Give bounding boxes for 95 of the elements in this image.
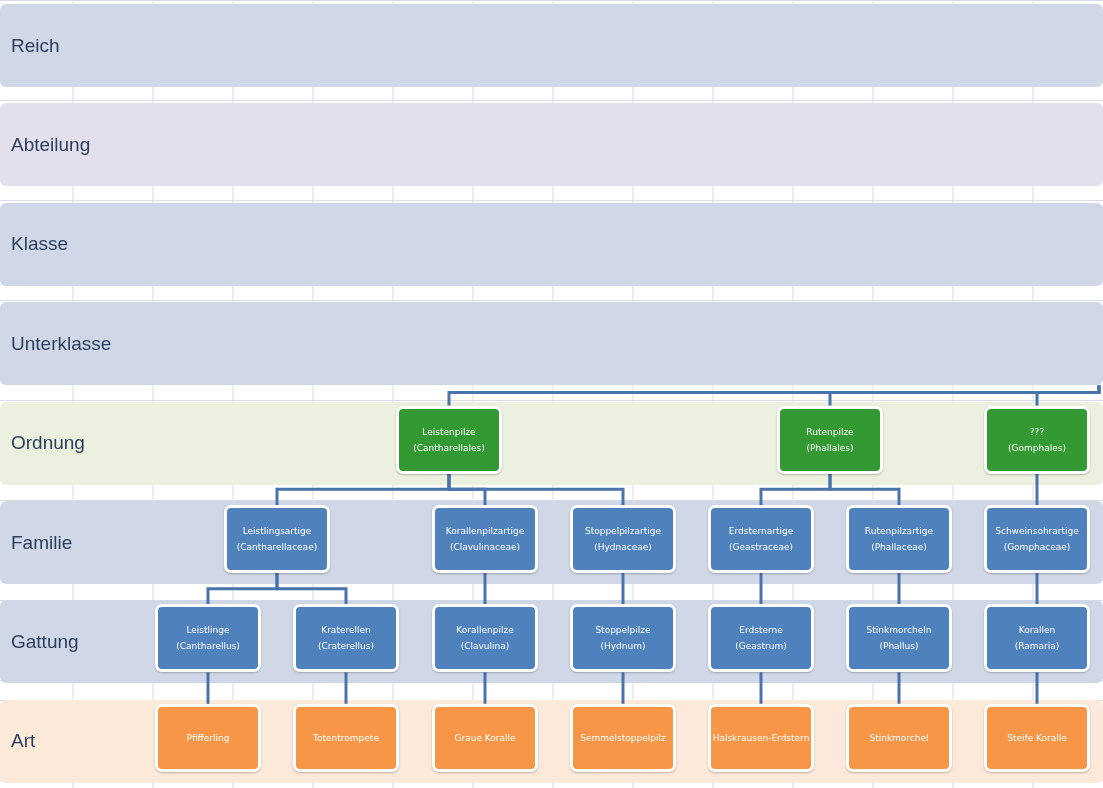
taxon-box	[432, 703, 538, 772]
rank-label: Unterklasse	[11, 332, 112, 355]
taxon-name: Erdsterne	[739, 624, 783, 638]
taxon-name: Rutenpilzartige	[864, 525, 934, 538]
connector-line	[759, 672, 763, 704]
row-band	[0, 4, 1103, 87]
connector-line	[621, 573, 625, 605]
scientific-name: (Gomphaceae)	[1003, 541, 1071, 554]
scientific-name: (Ramaria)	[1014, 640, 1060, 654]
taxon-name: Korallen	[1018, 624, 1056, 638]
scientific-name: (Geastrum)	[735, 640, 787, 654]
taxon-name: Leistenpilze	[422, 425, 476, 439]
scientific-name: (Cantharellus)	[176, 640, 240, 654]
connector-line	[621, 672, 625, 704]
taxon-name: Rutenpilze	[806, 425, 854, 439]
taxon-name: Totentrompete	[313, 731, 379, 745]
rank-label: Gattung	[11, 630, 79, 653]
connector-line	[759, 573, 763, 605]
connector-line	[1035, 385, 1101, 406]
scientific-name: (Cantharellales)	[413, 441, 485, 455]
taxon-box	[708, 604, 814, 673]
row-band	[0, 202, 1103, 286]
connector-line	[897, 672, 901, 704]
taxon-name: Korallenpilze	[456, 624, 514, 638]
rank-label: Abteilung	[11, 133, 91, 156]
scientific-name: (Clavulinaceae)	[449, 541, 521, 554]
scientific-name: (Craterellus)	[318, 640, 374, 654]
connector-line	[1035, 473, 1039, 505]
rank-label: Klasse	[11, 233, 69, 256]
connector-line	[206, 672, 210, 704]
taxon-name: Erdsternartige	[728, 525, 794, 538]
taxon-box	[155, 604, 261, 673]
taxon-box	[432, 604, 538, 673]
taxon-box	[224, 505, 330, 573]
taxon-name: Pfifferling	[186, 731, 230, 745]
scientific-name: (Hydnum)	[600, 640, 646, 654]
taxon-name: Stinkmorchel	[869, 731, 929, 745]
taxon-box	[155, 703, 261, 772]
connector-line	[483, 672, 487, 704]
taxon-name: Stoppelpilze	[595, 624, 651, 638]
row-band	[0, 600, 1103, 684]
connector-line	[1035, 672, 1039, 704]
taxon-box	[777, 405, 883, 474]
rank-label: Art	[11, 730, 36, 753]
taxon-box	[846, 604, 952, 673]
taxon-name: Halskrausen-Erdstern	[712, 731, 810, 745]
scientific-name: (Phallaceae)	[871, 541, 927, 554]
scientific-name: (Hydnaceae)	[594, 541, 652, 554]
rank-label: Reich	[11, 34, 60, 57]
scientific-name: (Geastraceae)	[729, 541, 793, 554]
scientific-name: (Phallus)	[879, 640, 919, 654]
scientific-name: (Gomphales)	[1008, 441, 1066, 455]
connector-line	[483, 573, 487, 605]
taxon-name: Stinkmorcheln	[866, 624, 932, 638]
taxon-name: ???	[1029, 425, 1045, 439]
taxon-box	[984, 505, 1090, 573]
taxon-box	[846, 505, 952, 573]
taxon-name: Graue Koralle	[454, 731, 516, 745]
taxon-name: Korallenpilzartige	[445, 525, 525, 538]
taxon-box	[570, 703, 676, 772]
taxon-box	[396, 405, 502, 474]
taxon-box	[708, 703, 814, 772]
connector-line	[344, 672, 348, 704]
taxon-box	[708, 505, 814, 573]
scientific-name: (Phallales)	[806, 441, 854, 455]
taxon-box	[293, 604, 399, 673]
taxon-box	[293, 703, 399, 772]
connector-line	[1035, 573, 1039, 605]
rank-label: Ordnung	[11, 432, 85, 455]
taxon-box	[984, 703, 1090, 772]
row-band	[0, 401, 1103, 485]
taxon-name: Schweinsohrartige	[995, 525, 1079, 538]
row-band	[0, 103, 1103, 187]
taxon-name: Kraterellen	[321, 624, 371, 638]
taxon-box	[984, 604, 1090, 673]
scientific-name: (Cantharellaceae)	[236, 541, 318, 554]
taxon-name: Semmelstoppelpilz	[580, 731, 666, 745]
taxon-box	[432, 505, 538, 573]
taxon-name: Leistlingsartige	[242, 525, 312, 538]
taxon-name: Leistlinge	[186, 624, 230, 638]
scientific-name: (Clavulina)	[460, 640, 510, 654]
taxon-box	[984, 405, 1090, 474]
row-band	[0, 699, 1103, 783]
rank-label: Familie	[11, 531, 73, 554]
connector-line	[828, 473, 901, 505]
taxon-name: Stoppelpilzartige	[584, 525, 662, 538]
connector-line	[275, 573, 348, 605]
taxon-name: Steife Koralle	[1007, 731, 1067, 745]
connector-line	[447, 473, 625, 505]
taxon-box	[570, 505, 676, 573]
taxon-box	[846, 703, 952, 772]
row-band	[0, 501, 1103, 584]
row-band	[0, 302, 1103, 386]
taxon-box	[570, 604, 676, 673]
connector-line	[897, 573, 901, 605]
